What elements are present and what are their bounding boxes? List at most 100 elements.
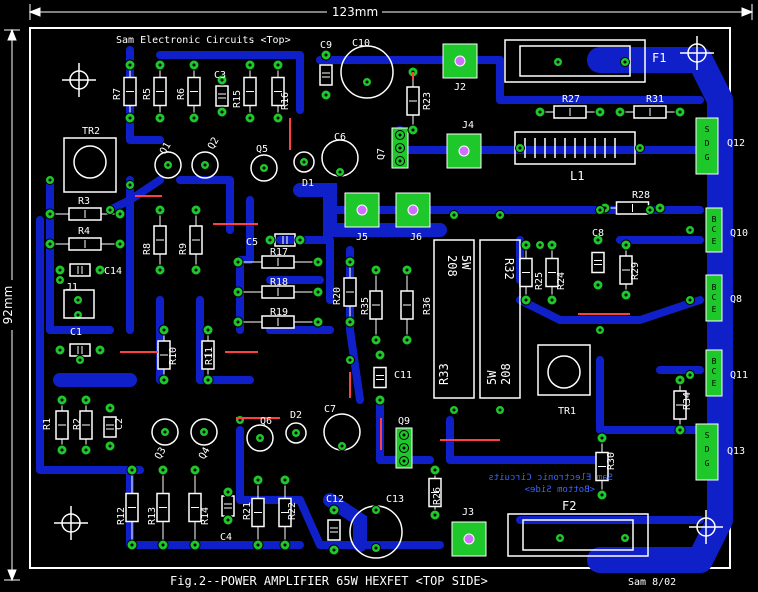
pad-hole: [374, 508, 378, 512]
fuse-label-f2: F2: [562, 499, 576, 513]
pad-hole: [498, 408, 502, 412]
pad-hole: [332, 508, 336, 512]
pad-hole: [624, 293, 628, 297]
component-label: C5: [246, 237, 258, 248]
pad-hole: [658, 206, 662, 210]
pad-hole: [623, 60, 627, 64]
component-label: R23: [422, 92, 433, 110]
pad-hole: [158, 208, 162, 212]
pad-hole: [302, 160, 306, 164]
component-label: TR2: [82, 126, 100, 137]
component-label: Q4: [197, 446, 213, 462]
component-label: R18: [270, 277, 288, 288]
pad-hole: [58, 268, 62, 272]
pad-hole: [161, 543, 165, 547]
component-label: R14: [200, 507, 211, 525]
pad-hole: [283, 478, 287, 482]
pad-hole: [78, 358, 82, 362]
pad-hole: [220, 110, 224, 114]
component-label: J2: [454, 82, 466, 93]
component-label: C9: [320, 40, 332, 51]
pad-hole: [405, 268, 409, 272]
pad-hole: [158, 63, 162, 67]
pad-hole: [276, 63, 280, 67]
component-label: R1: [42, 418, 53, 430]
component-label: Q1: [158, 141, 174, 157]
pad-hole: [158, 116, 162, 120]
pin-letter: G: [705, 459, 710, 468]
pin-letter: D: [705, 445, 710, 454]
pad-hole: [374, 338, 378, 342]
fuse-label-f1: F1: [652, 51, 666, 65]
pad-hole: [118, 242, 122, 246]
pad-hole: [518, 146, 522, 150]
component-label: C13: [386, 494, 404, 505]
pad-hole: [48, 242, 52, 246]
component-label: R6: [176, 88, 187, 100]
svg-text:Q12: Q12: [727, 138, 745, 149]
power-resistor-text: 208 5W R33 R32 5W 208: [437, 255, 516, 385]
pad-hole: [324, 53, 328, 57]
pad-hole: [338, 170, 342, 174]
component-label: TR1: [558, 406, 576, 417]
pad-hole: [324, 93, 328, 97]
pad-hole: [161, 468, 165, 472]
component-label: Q5: [256, 144, 268, 155]
component-label: R35: [360, 297, 371, 315]
pad-hole: [226, 490, 230, 494]
pad-hole: [192, 63, 196, 67]
component-label: C4: [220, 532, 232, 543]
pad-hole: [206, 328, 210, 332]
pad-hole: [248, 116, 252, 120]
pad-hole: [256, 478, 260, 482]
pad-hole: [378, 353, 382, 357]
pad-hole: [220, 78, 224, 82]
pad-hole: [598, 110, 602, 114]
pad-hole: [365, 80, 369, 84]
pad-hole: [236, 260, 240, 264]
pad-hole: [374, 268, 378, 272]
hexfet-footprints: [695, 117, 723, 481]
pad-hole: [163, 430, 167, 434]
power-resistor-outlines: [433, 239, 521, 399]
pad-hole: [84, 398, 88, 402]
pad-hole: [193, 468, 197, 472]
pad-hole: [316, 320, 320, 324]
pad-hole: [256, 543, 260, 547]
pad-hole: [316, 290, 320, 294]
pad-hole: [402, 433, 406, 437]
width-dimension: [28, 4, 754, 20]
pad-hole: [638, 146, 642, 150]
component-label: R4: [78, 226, 90, 237]
component-label: R5: [142, 88, 153, 100]
component-label: R31: [646, 94, 664, 105]
pad-hole: [598, 208, 602, 212]
component-label: R22: [287, 502, 298, 520]
pad-hole: [433, 513, 437, 517]
pad-hole: [378, 398, 382, 402]
component-label: Q7: [376, 148, 387, 160]
component-label: R20: [332, 287, 343, 305]
pad-hole: [618, 110, 622, 114]
pad-hole: [118, 212, 122, 216]
pad-hole: [550, 298, 554, 302]
pad-hole: [332, 548, 336, 552]
pad-hole: [226, 518, 230, 522]
cap-body: [215, 85, 229, 107]
pad-hole: [166, 163, 170, 167]
pad-hole: [398, 146, 402, 150]
pad-hole: [128, 183, 132, 187]
pin-letter: E: [712, 379, 717, 388]
pad-hole: [98, 268, 102, 272]
pad-hole: [452, 408, 456, 412]
pad-hole: [58, 348, 62, 352]
component-label: C10: [352, 38, 370, 49]
pad-hole: [596, 283, 600, 287]
pad-hole: [98, 348, 102, 352]
component-label: R29: [630, 262, 641, 280]
pad-hole: [398, 159, 402, 163]
pin-letter: C: [712, 225, 717, 234]
component-label: Q6: [260, 416, 272, 427]
component-label: R27: [562, 94, 580, 105]
pad-hole: [203, 163, 207, 167]
